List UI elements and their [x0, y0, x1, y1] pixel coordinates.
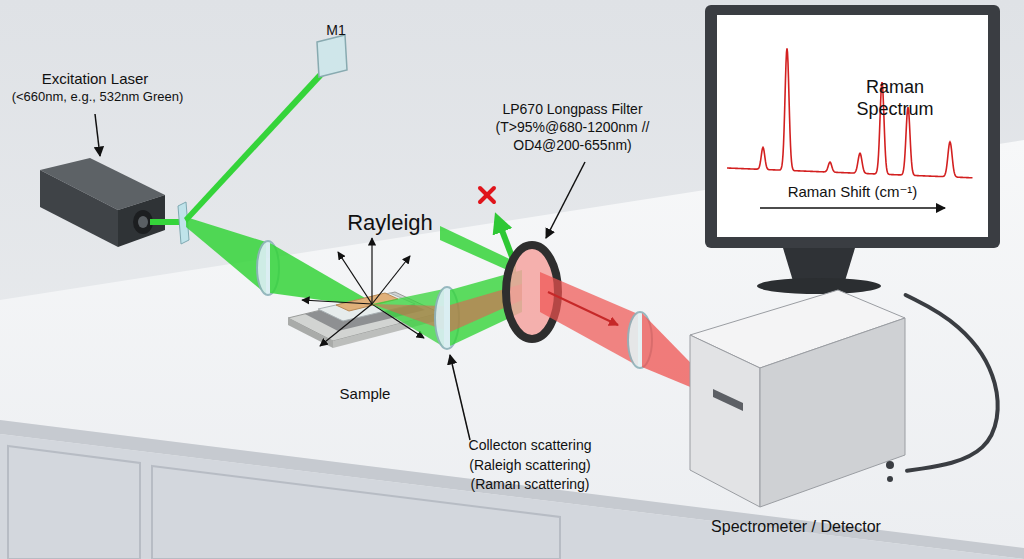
axis-label: Raman Shift (cm⁻¹) [755, 183, 950, 201]
laser-beam [184, 60, 334, 223]
spectrum-line [727, 48, 973, 177]
collected-light [372, 304, 444, 330]
scatter-arrow [320, 304, 372, 346]
mirror-label: M1 [316, 22, 356, 39]
spectrometer-side [760, 318, 905, 507]
laser-beam [186, 217, 266, 294]
laser-beam [150, 219, 183, 225]
monitor-base [757, 278, 881, 294]
raman-beam [540, 272, 638, 366]
laser-side [40, 170, 118, 247]
monitor-display: Raman SpectrumRaman Shift (cm⁻¹) [705, 5, 1000, 295]
laser-aperture [138, 216, 148, 228]
monitor-frame [705, 5, 1000, 248]
monitor-display-shape [705, 5, 1000, 295]
collected-light [372, 289, 444, 347]
entrance-slit [713, 389, 743, 411]
laser-label: Excitation Laser [20, 70, 170, 88]
axis-arrow [760, 207, 945, 209]
blocked-cross [480, 188, 494, 202]
screen-title: Raman Spectrum [850, 77, 940, 121]
scatter-arrow [371, 238, 372, 304]
spectrometer-box-shape [685, 285, 907, 543]
scatter-arrow [338, 252, 372, 304]
collection-label: Collecton scattering (Raleigh scattering… [450, 436, 610, 495]
mirror [317, 35, 347, 77]
spectrometer-box: Spectrometer / Detector [685, 285, 907, 543]
raman-beam-arrow [548, 292, 618, 325]
leader-arrow [95, 114, 100, 156]
monitor-stand [783, 248, 855, 281]
cable-connector [906, 295, 998, 471]
rayleigh-label: Rayleigh [330, 210, 450, 237]
device-label: Spectrometer / Detector [685, 517, 907, 537]
leader-arrow [450, 355, 470, 440]
laser-spec-label: (<660nm, e.g., 532nm Green) [0, 89, 195, 105]
laser-beam [270, 243, 372, 307]
cabinet-door [8, 446, 140, 559]
sample-label: Sample [325, 385, 405, 403]
spectrometer-front [690, 335, 760, 507]
monitor-screen [717, 15, 988, 237]
scatter-arrow [302, 300, 372, 304]
leader-arrow [546, 162, 585, 238]
filter-label: LP670 Longpass Filter (T>95%@680-1200nm … [480, 100, 665, 155]
connector-port [886, 461, 894, 469]
scatter-arrow [372, 256, 410, 304]
connector-port [887, 476, 893, 482]
blocked-cross [480, 188, 494, 202]
